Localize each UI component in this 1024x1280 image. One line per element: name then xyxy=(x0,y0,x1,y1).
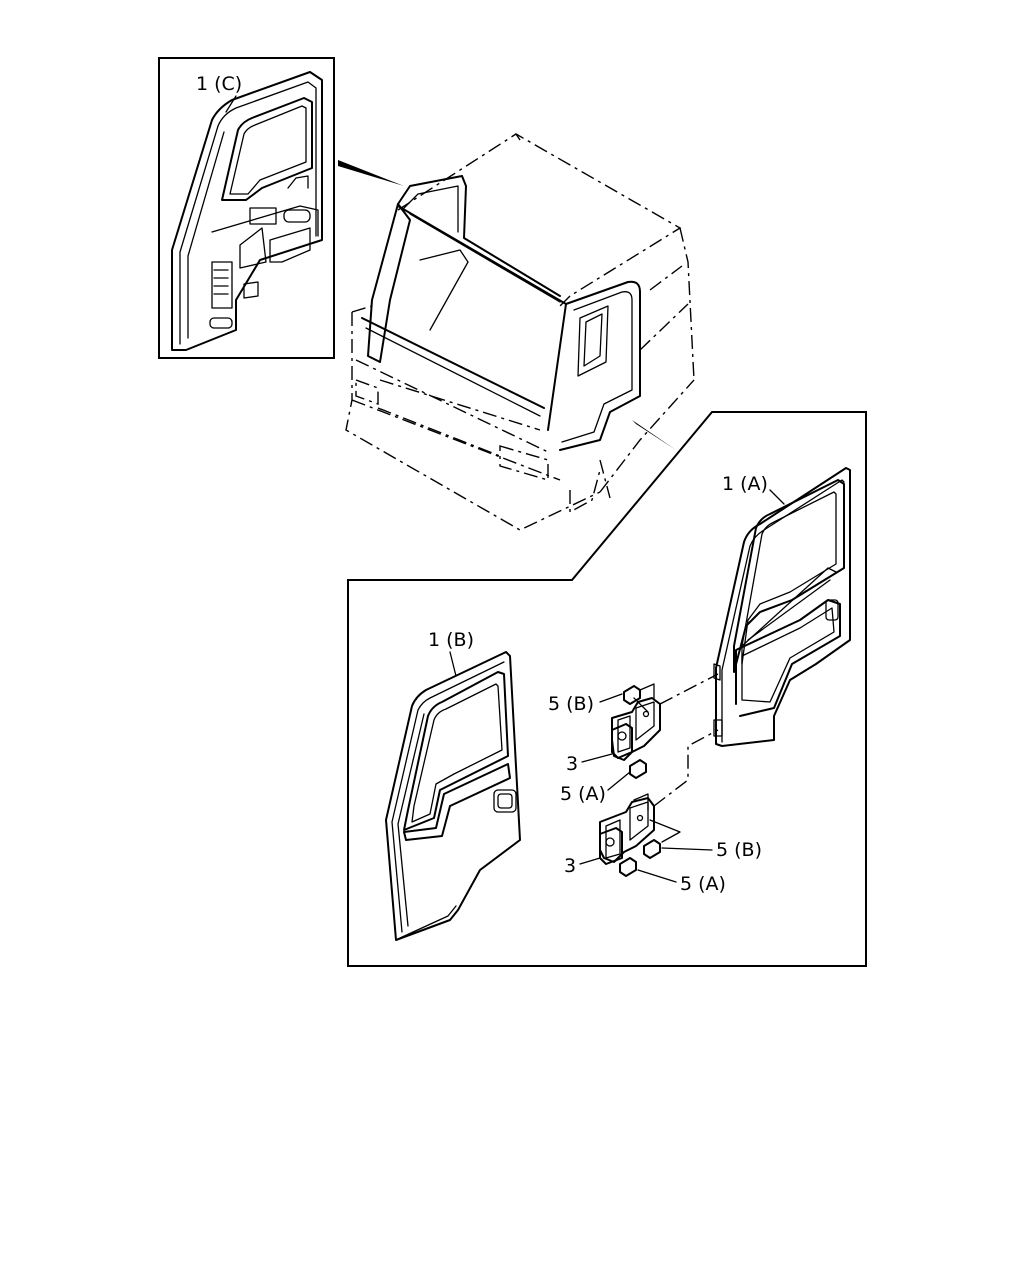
bolt-a-lower xyxy=(619,857,637,877)
leader-door-b xyxy=(449,651,457,677)
inset-doors-ab: 1 (A) 1 (B) xyxy=(347,411,867,967)
leader-hinge-lower xyxy=(579,857,601,865)
alignment-line-upper xyxy=(659,673,719,705)
leader-bolt-a-upper xyxy=(607,771,631,791)
callout-bolt-a-lower: 5 (A) xyxy=(680,873,726,895)
leader-bolt-b-upper xyxy=(599,693,623,703)
bolt-b-upper xyxy=(623,685,649,713)
door-b-panel xyxy=(385,651,521,941)
leader-door-c xyxy=(225,95,237,113)
door-a-panel xyxy=(713,467,851,747)
leader-hinge-upper xyxy=(581,753,613,763)
callout-bolt-a-upper: 5 (A) xyxy=(560,783,606,805)
leader-door-a xyxy=(769,489,785,505)
bolt-a-upper xyxy=(629,759,647,779)
inset-door-c: 1 (C) xyxy=(158,57,335,359)
callout-door-a: 1 (A) xyxy=(722,473,768,495)
pointer-wedge-ab xyxy=(632,420,676,450)
callout-door-b: 1 (B) xyxy=(428,629,474,651)
alignment-line-lower xyxy=(653,729,719,807)
pointer-wedge-c xyxy=(338,160,404,186)
inset-frame-c xyxy=(158,57,335,359)
door-c-panel xyxy=(171,71,323,351)
leader-bolt-b-lower xyxy=(661,847,713,851)
callout-bolt-b-upper: 5 (B) xyxy=(548,693,594,715)
leader-bolt-a-lower xyxy=(637,869,677,883)
callout-door-c: 1 (C) xyxy=(196,73,242,95)
inset-frame-ab xyxy=(347,411,867,967)
callout-bolt-b-lower: 5 (B) xyxy=(716,839,762,861)
hinge-lower xyxy=(599,793,681,865)
callout-hinge-lower: 3 xyxy=(564,855,576,877)
bolt-b-lower xyxy=(643,839,661,859)
hinge-upper xyxy=(611,683,661,761)
callout-hinge-upper: 3 xyxy=(566,753,578,775)
truck-cab xyxy=(345,133,695,531)
